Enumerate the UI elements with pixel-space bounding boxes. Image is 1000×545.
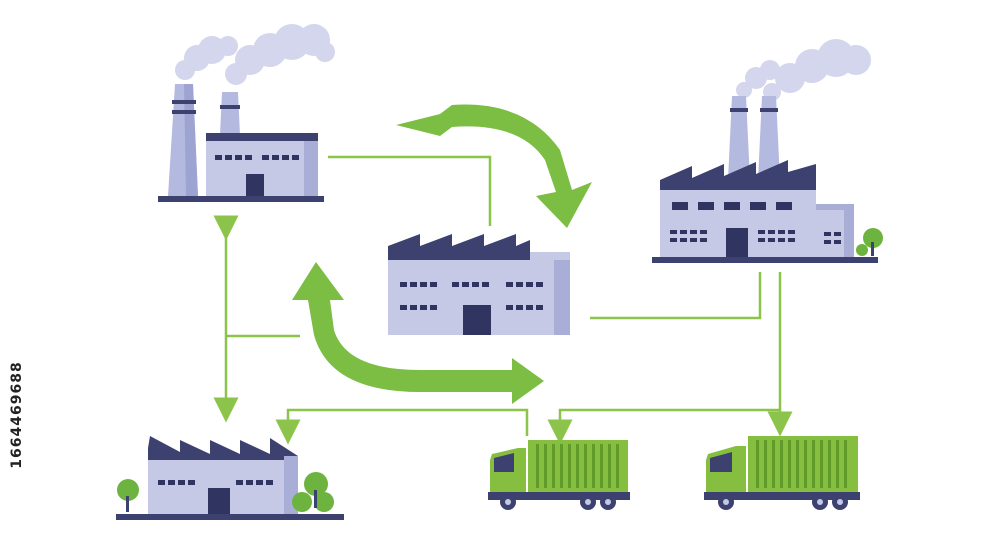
big-curved-arrows	[292, 104, 592, 404]
container-truck-icon	[704, 436, 860, 510]
smoke-cloud-left	[175, 24, 335, 85]
line-factory-right-to-hub	[590, 272, 762, 320]
line-truck-to-warehouse	[275, 408, 529, 445]
line-branch-to-truck1	[547, 408, 780, 445]
factory-sawtooth-icon	[652, 39, 883, 263]
curved-arrow-top	[396, 104, 592, 228]
smoke-cloud-right	[736, 39, 871, 101]
tree-icon	[856, 228, 883, 256]
tree-icon	[117, 472, 334, 512]
warehouse-icon	[116, 436, 344, 520]
container-truck-icon	[488, 440, 630, 510]
connector-lines	[213, 155, 793, 445]
factory-chimneys-icon	[158, 24, 335, 202]
central-factory-icon	[388, 234, 570, 335]
curved-arrow-bottom	[292, 262, 544, 404]
line-factory-left-to-hub	[328, 155, 492, 226]
